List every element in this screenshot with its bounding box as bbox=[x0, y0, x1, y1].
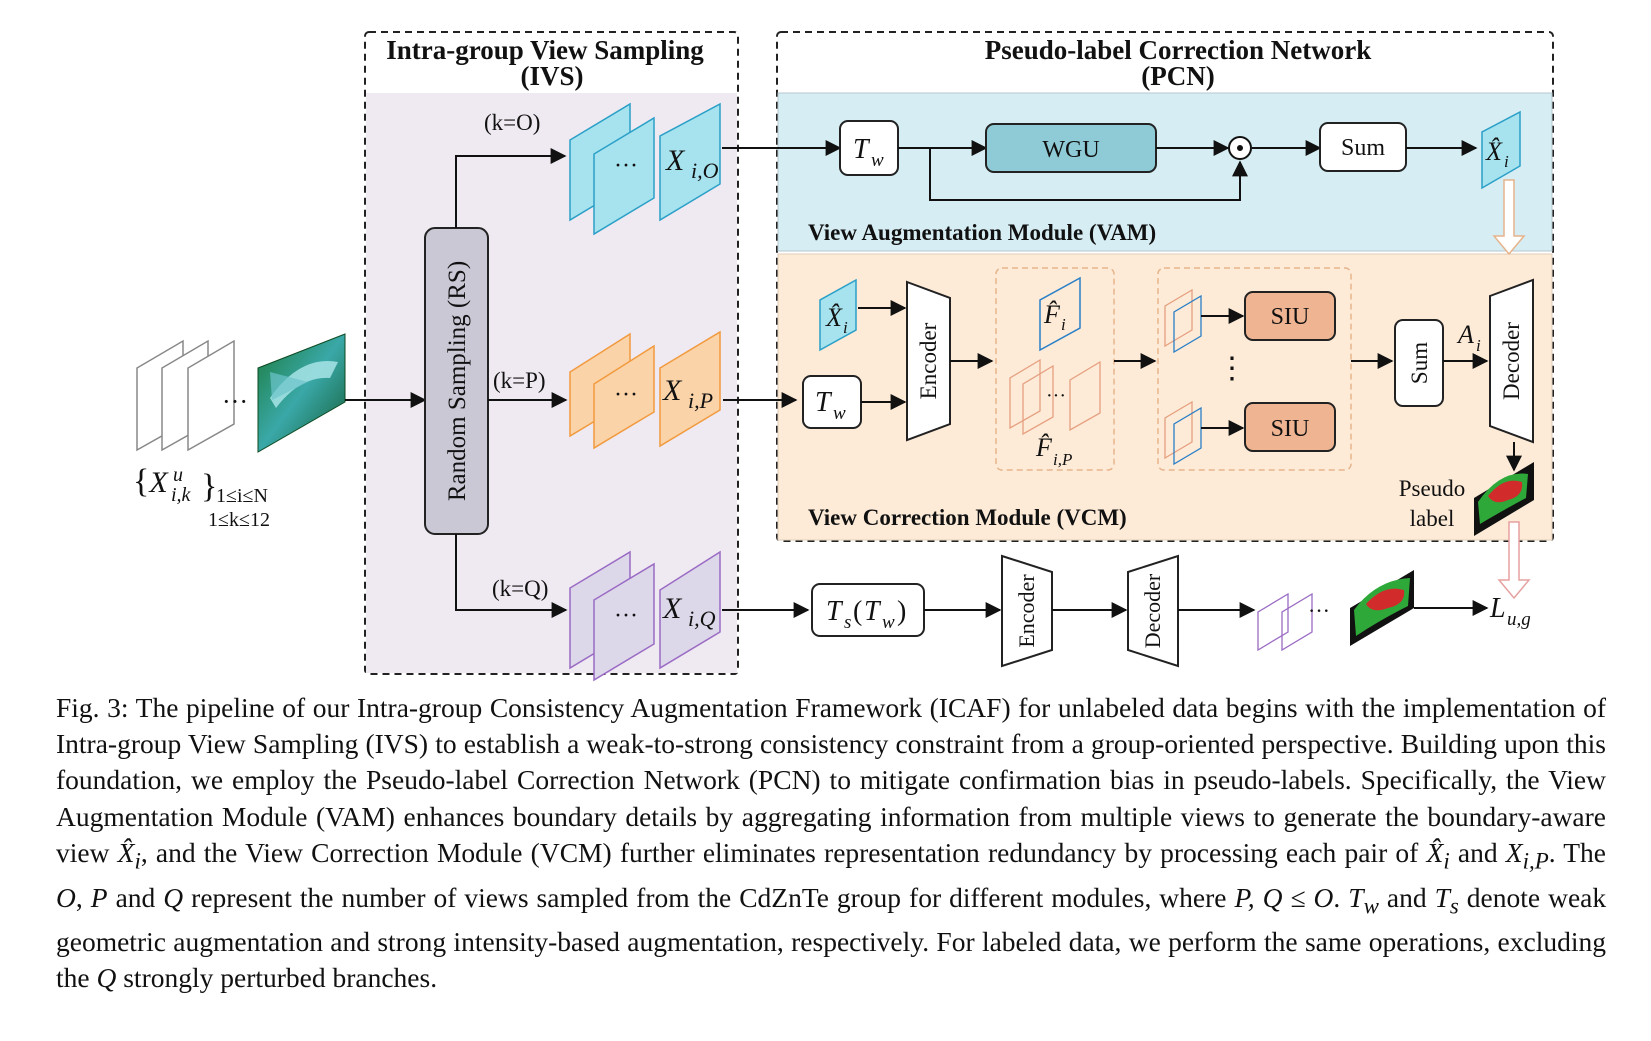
pcn-title-line1: Pseudo-label Correction Network bbox=[985, 35, 1371, 65]
svg-text:i,P: i,P bbox=[1053, 450, 1072, 469]
svg-text:T: T bbox=[853, 134, 871, 165]
input-range-2: 1≤k≤12 bbox=[208, 509, 270, 531]
ivs-title-line1: Intra-group View Sampling bbox=[386, 35, 704, 65]
vcm-label: View Correction Module (VCM) bbox=[808, 505, 1127, 530]
svg-text:F̂: F̂ bbox=[1043, 300, 1061, 329]
view-q-label: X bbox=[662, 592, 683, 625]
input-dots: ··· bbox=[222, 387, 248, 416]
pseudo-label-image bbox=[1474, 462, 1534, 536]
tw-block-vam: T w bbox=[839, 120, 899, 176]
svg-text:w: w bbox=[833, 403, 846, 424]
branch-o: (k=O) bbox=[484, 110, 540, 135]
view-p-label: X bbox=[662, 374, 683, 407]
pseudo-label-2: label bbox=[1410, 506, 1455, 531]
pipeline-figure: Intra-group View Sampling (IVS) Pseudo-l… bbox=[133, 31, 1554, 682]
view-stack-q: ··· X i,Q bbox=[569, 550, 721, 682]
xhat-output: X̂ i bbox=[1481, 110, 1521, 190]
hadamard-op bbox=[1228, 136, 1252, 160]
sum-label-vam: Sum bbox=[1341, 135, 1385, 161]
svg-text:···: ··· bbox=[614, 382, 638, 408]
pcn-panel: Pseudo-label Correction Network (PCN) Vi… bbox=[776, 31, 1554, 542]
loss-sub: u,g bbox=[1507, 609, 1531, 630]
random-sampling-block: Random Sampling (RS) bbox=[424, 227, 489, 535]
branch-p: (k=P) bbox=[493, 368, 546, 393]
svg-text:): ) bbox=[897, 596, 906, 627]
tw-block-vcm: T w bbox=[802, 375, 862, 429]
ivs-title-line2: (IVS) bbox=[520, 61, 583, 91]
pcn-title-line2: (PCN) bbox=[1141, 61, 1214, 91]
feature-group: F̂ i ··· F̂ i,P bbox=[995, 267, 1115, 471]
strong-output-stack: ··· bbox=[1257, 592, 1330, 652]
strong-pred-image bbox=[1350, 570, 1414, 646]
caption-fig: Fig. 3: bbox=[56, 692, 129, 723]
svg-text:s: s bbox=[844, 612, 851, 633]
ts-block: T s ( T w ) bbox=[811, 583, 925, 637]
svg-text:w: w bbox=[871, 150, 884, 171]
svg-text:(: ( bbox=[853, 596, 862, 627]
input-range-1: 1≤i≤N bbox=[216, 485, 268, 507]
view-stack-p: ··· X i,P bbox=[569, 330, 721, 450]
decoder-vcm: Decoder bbox=[1489, 278, 1534, 444]
svg-text:···: ··· bbox=[1308, 598, 1330, 623]
svg-text:T: T bbox=[826, 596, 844, 627]
figure-caption: Fig. 3: The pipeline of our Intra-group … bbox=[56, 692, 1607, 994]
svg-text:Sum: Sum bbox=[1407, 342, 1432, 384]
svg-text:X̂: X̂ bbox=[1485, 137, 1503, 166]
svg-text:···: ··· bbox=[614, 603, 638, 629]
svg-text:SIU: SIU bbox=[1271, 304, 1310, 330]
svg-text:T: T bbox=[815, 387, 833, 418]
svg-text:w: w bbox=[882, 612, 895, 633]
rs-label: Random Sampling (RS) bbox=[444, 261, 471, 501]
view-q-sub: i,Q bbox=[688, 606, 716, 631]
svg-text:Decoder: Decoder bbox=[1140, 573, 1165, 648]
svg-text:···: ··· bbox=[614, 153, 638, 179]
svg-text:T: T bbox=[864, 596, 882, 627]
svg-text:SIU: SIU bbox=[1271, 416, 1310, 442]
input-sub: i,k bbox=[171, 484, 192, 506]
input-label: {X bbox=[133, 463, 169, 500]
view-p-sub: i,P bbox=[688, 388, 713, 413]
input-stack: ··· {X u i,k } 1≤i≤N 1≤k≤12 bbox=[133, 333, 346, 531]
svg-text:⋮: ⋮ bbox=[1217, 352, 1247, 385]
vam-label: View Augmentation Module (VAM) bbox=[808, 220, 1156, 245]
svg-text:}: } bbox=[201, 468, 217, 505]
ai-label: A bbox=[1456, 320, 1474, 349]
input-sup: u bbox=[173, 464, 183, 486]
svg-text:i: i bbox=[843, 318, 848, 337]
svg-text:i: i bbox=[1476, 336, 1481, 355]
pseudo-label-1: Pseudo bbox=[1399, 476, 1465, 501]
svg-text:Decoder: Decoder bbox=[1499, 322, 1524, 400]
svg-text:···: ··· bbox=[1046, 385, 1066, 407]
svg-text:F̂: F̂ bbox=[1035, 433, 1053, 462]
svg-text:i: i bbox=[1061, 315, 1066, 334]
svg-text:i: i bbox=[1504, 152, 1509, 171]
encoder-vcm: Encoder bbox=[906, 280, 951, 442]
view-o-sub: i,O bbox=[691, 158, 719, 183]
siu-block-1 bbox=[1244, 291, 1336, 341]
branch-q: (k=Q) bbox=[492, 576, 548, 601]
view-stack-o: ··· X i,O bbox=[569, 102, 721, 236]
svg-text:Encoder: Encoder bbox=[916, 322, 941, 399]
loss-label: L bbox=[1489, 593, 1506, 624]
siu-group: SIU ⋮ SIU bbox=[1157, 267, 1352, 471]
decoder-strong: Decoder bbox=[1127, 554, 1179, 668]
encoder-strong: Encoder bbox=[1001, 554, 1053, 668]
pseudo-to-loss-arrow bbox=[1497, 521, 1531, 600]
ct-image bbox=[257, 333, 346, 453]
xhat-input-vcm: X̂ i bbox=[819, 278, 857, 352]
wgu-label: WGU bbox=[1042, 137, 1099, 163]
view-o-label: X bbox=[665, 144, 686, 177]
siu-block-2 bbox=[1244, 402, 1336, 452]
sum-block-vcm: Sum bbox=[1394, 319, 1444, 407]
vam-to-vcm-arrow bbox=[1492, 179, 1526, 256]
svg-text:Encoder: Encoder bbox=[1014, 574, 1039, 648]
svg-text:X̂: X̂ bbox=[825, 303, 843, 332]
